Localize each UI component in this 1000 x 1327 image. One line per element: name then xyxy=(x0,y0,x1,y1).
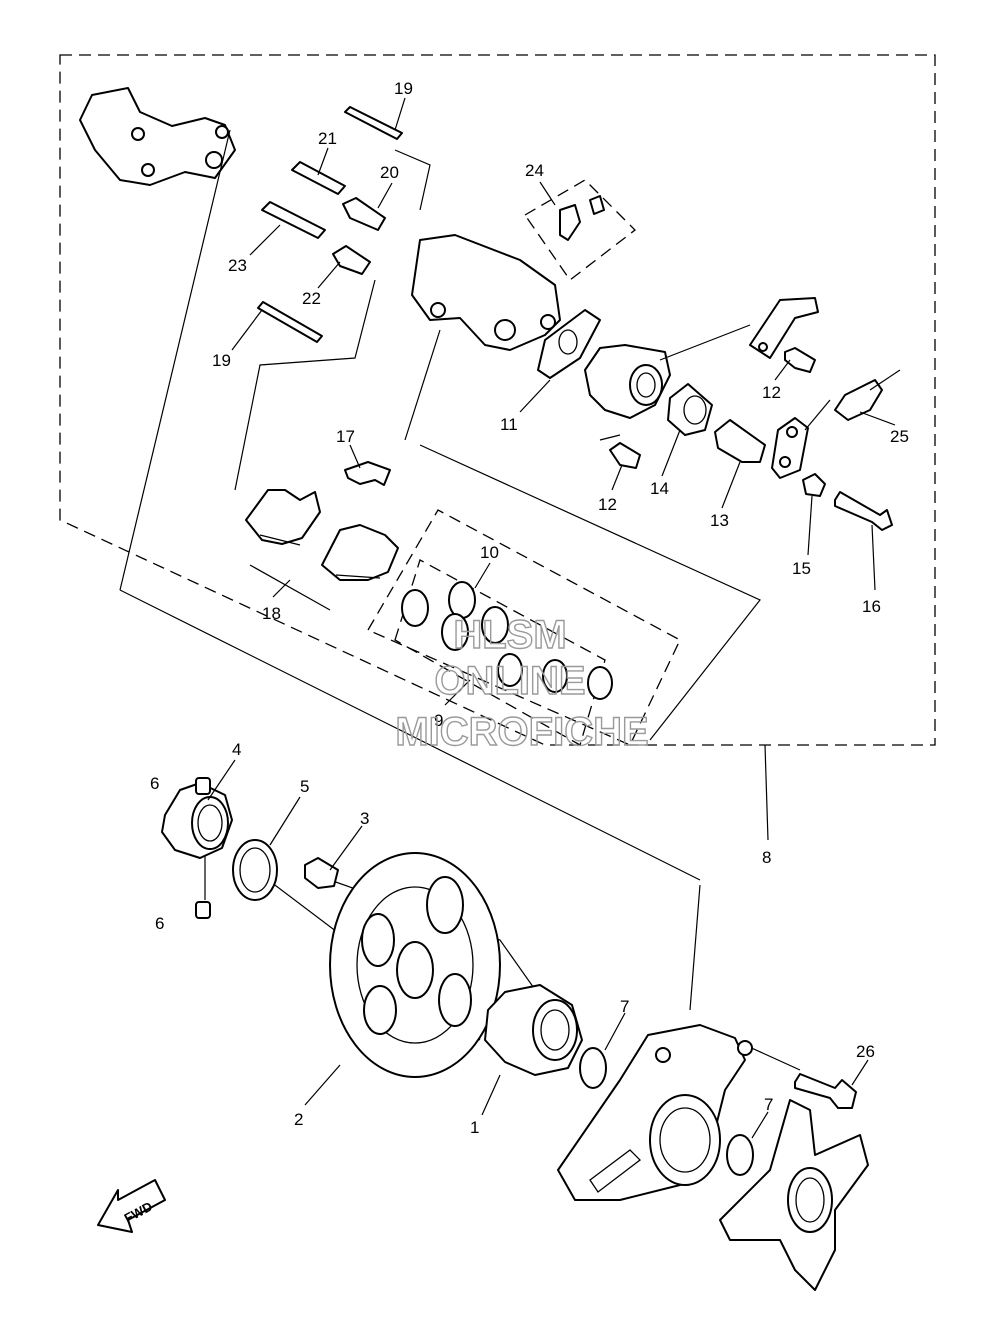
callout-25: 25 xyxy=(890,427,909,446)
callout-leaders xyxy=(207,97,896,1139)
callout-26: 26 xyxy=(856,1042,875,1061)
sprocket-hub xyxy=(719,1099,869,1291)
watermark: HLSM ONLINE MICROFICHE xyxy=(395,612,650,754)
pad-spring xyxy=(344,461,391,486)
callout-18: 18 xyxy=(262,604,281,623)
callout-9: 9 xyxy=(434,711,443,730)
caliper-bracket xyxy=(79,87,236,186)
o-ring-upper xyxy=(579,1047,607,1089)
seal xyxy=(667,383,713,436)
callout-23: 23 xyxy=(228,256,247,275)
callout-labels: 19 21 20 24 23 22 19 11 12 25 17 12 14 1… xyxy=(150,79,909,1137)
callout-17: 17 xyxy=(336,427,355,446)
fwd-arrow-icon: FWD xyxy=(97,1179,166,1233)
callout-15: 15 xyxy=(792,559,811,578)
callout-7-lower: 7 xyxy=(764,1095,773,1114)
callout-12-lower: 12 xyxy=(598,495,617,514)
bleed-screw xyxy=(524,179,636,281)
callout-19-bottom: 19 xyxy=(212,351,231,370)
hub-nut xyxy=(161,782,233,859)
watermark-line-3: MICROFICHE xyxy=(395,710,648,754)
callout-11: 11 xyxy=(500,415,518,434)
piston-seals xyxy=(401,581,613,700)
callout-7-upper: 7 xyxy=(620,997,629,1016)
lever-plate xyxy=(771,417,809,479)
caliper-pin-bolts xyxy=(257,106,403,343)
watermark-line-2: ONLINE xyxy=(434,659,585,703)
callout-13: 13 xyxy=(710,511,729,530)
gasket xyxy=(537,309,601,379)
boots xyxy=(332,197,386,275)
bolt-3 xyxy=(304,857,339,889)
parking-brake-housing xyxy=(584,344,671,419)
callout-8: 8 xyxy=(762,848,771,867)
callout-16: 16 xyxy=(862,597,881,616)
callout-5: 5 xyxy=(300,777,309,796)
brake-pads xyxy=(245,489,399,581)
parking-brake-bracket xyxy=(749,297,819,359)
callout-2: 2 xyxy=(294,1110,303,1129)
watermark-line-1: HLSM xyxy=(453,613,566,657)
bolt-12-lower xyxy=(609,442,641,469)
caliper-assembly-outline xyxy=(59,54,936,841)
callout-14: 14 xyxy=(650,479,669,498)
caliper-body xyxy=(411,234,561,351)
callout-19-top: 19 xyxy=(394,79,413,98)
adjuster xyxy=(714,419,766,463)
set-screw-lower xyxy=(195,901,211,919)
callout-24: 24 xyxy=(525,161,544,180)
bolt-16 xyxy=(834,491,893,531)
callout-21: 21 xyxy=(318,129,337,148)
bolt-12-upper xyxy=(784,347,816,373)
callout-6-lower: 6 xyxy=(155,914,164,933)
o-ring-lower xyxy=(726,1134,754,1176)
callout-3: 3 xyxy=(360,809,369,828)
nut-15 xyxy=(802,473,826,497)
piston-kit-outline xyxy=(367,509,681,746)
callout-1: 1 xyxy=(470,1118,479,1137)
callout-20: 20 xyxy=(380,163,399,182)
callout-6-upper: 6 xyxy=(150,774,159,793)
brake-disc xyxy=(329,852,501,1078)
bolt-26 xyxy=(794,1073,857,1109)
callout-4: 4 xyxy=(232,740,241,759)
callout-10: 10 xyxy=(480,543,499,562)
callout-22: 22 xyxy=(302,289,321,308)
washer xyxy=(232,839,278,901)
set-screw-upper xyxy=(195,777,211,795)
hub xyxy=(484,984,583,1076)
callout-12-upper: 12 xyxy=(762,383,781,402)
axle-carrier xyxy=(557,1024,753,1201)
